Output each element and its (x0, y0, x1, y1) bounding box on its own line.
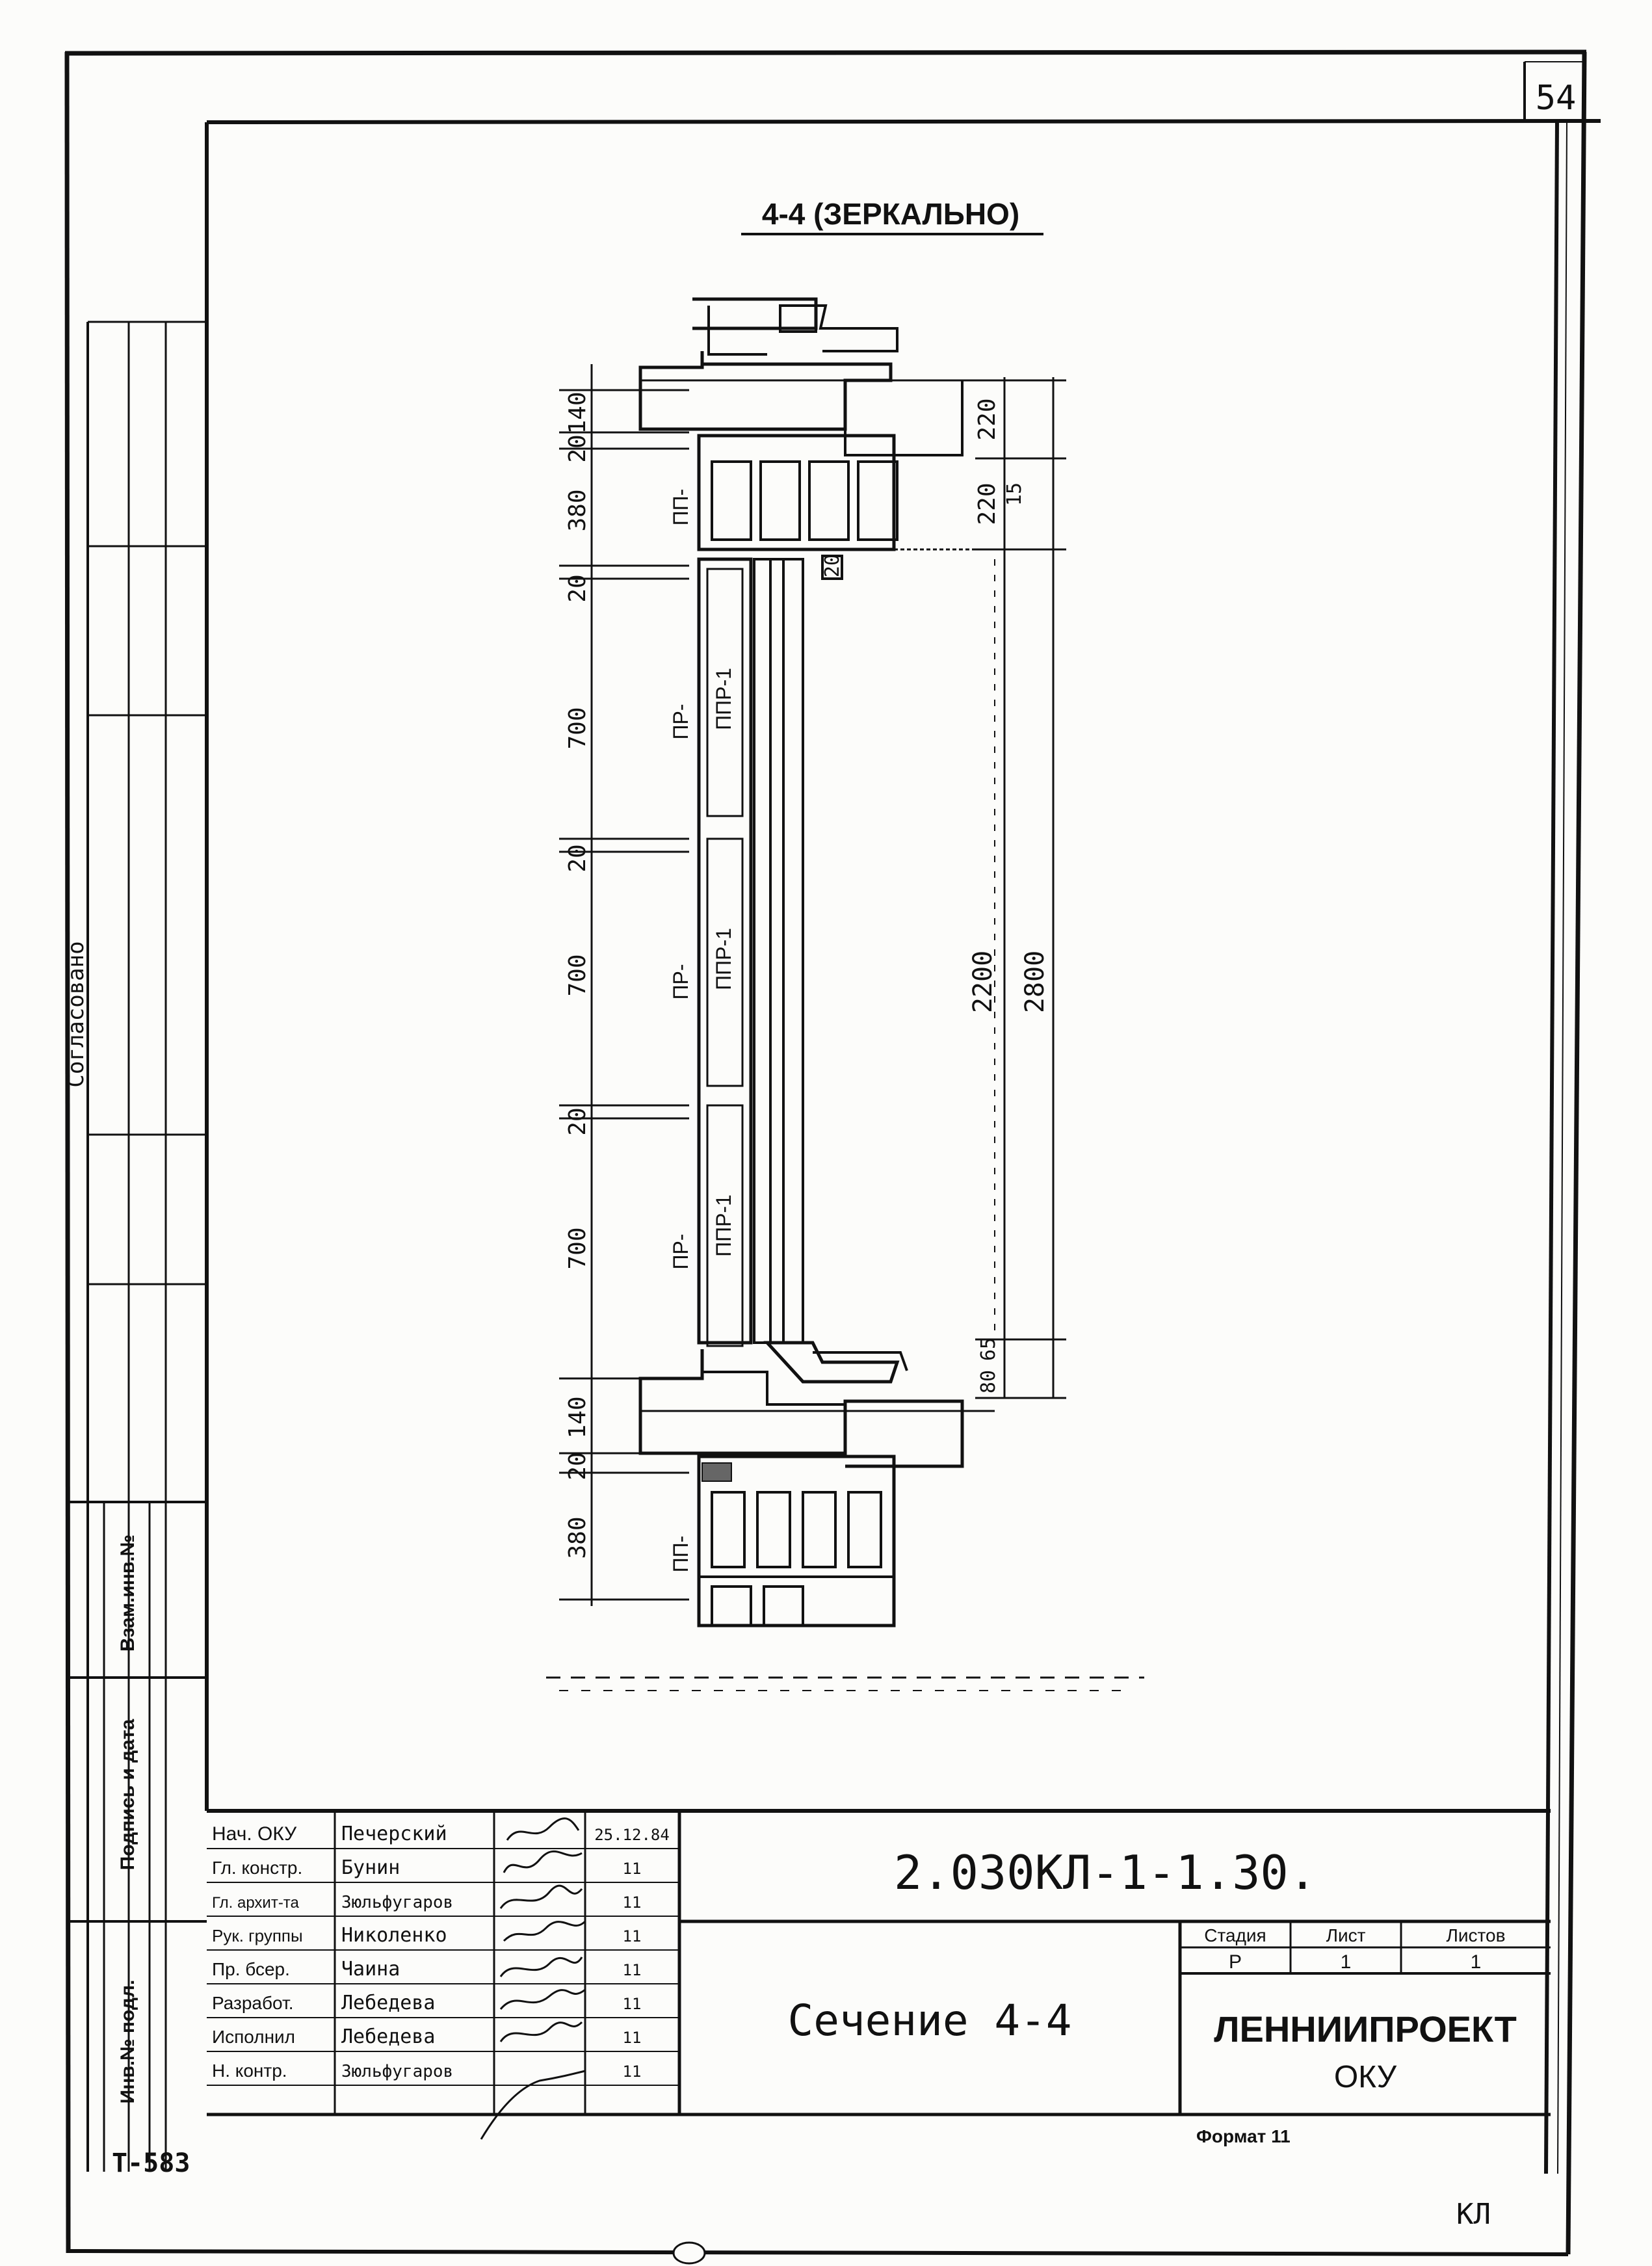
person-role-4: Пр. бсер. (212, 1959, 290, 1979)
person-name-1: Бунин (341, 1856, 400, 1879)
format-label: Формат 11 (1196, 2126, 1291, 2146)
sheet-frame (64, 49, 1601, 2256)
dim-right-5: 2800 (1020, 951, 1050, 1013)
person-date-5: 11 (623, 1995, 642, 2013)
dim-left-4: 700 (564, 707, 591, 749)
dim-right-1: 220 (974, 482, 1001, 525)
dim-left-2: 380 (564, 489, 591, 531)
person-role-0: Нач. ОКУ (212, 1823, 297, 1845)
dim-right-2: 15 (1003, 482, 1026, 506)
person-role-3: Рук. группы (212, 1926, 303, 1945)
person-name-3: Николенко (341, 1924, 447, 1947)
dim-right-7: 65 (977, 1337, 1000, 1361)
sheets-value: 1 (1471, 1951, 1482, 1973)
stage-value: Р (1229, 1951, 1242, 1973)
org-name: ЛЕННИИПРОЕКТ (1214, 2009, 1517, 2049)
person-date-2: 11 (623, 1893, 642, 1912)
panel-label-0: ПП- (669, 489, 692, 526)
signatures (480, 1817, 586, 2140)
dim-right-3: 20 (821, 554, 844, 577)
inventory-original-label: Инв.№ подл. (117, 1980, 138, 2104)
left-margin-grid (67, 321, 207, 2172)
panel-label-2: ППР-1 (712, 668, 735, 730)
person-date-3: 11 (623, 1927, 642, 1945)
agreed-label: Согласовано (63, 941, 89, 1087)
dim-right-4: 2200 (968, 951, 998, 1013)
sheet-name: Сечение 4-4 (787, 1996, 1071, 2046)
panel-label-7: ПП- (669, 1536, 692, 1573)
person-name-5: Лебедева (341, 1992, 436, 2014)
right-dimension-lines (975, 377, 1066, 1399)
person-name-6: Лебедева (341, 2025, 436, 2048)
dim-left-7: 20 (564, 1107, 591, 1135)
left-dimension-values: 140 20 380 20 700 20 700 20 700 140 20 3… (564, 391, 591, 1559)
org-dept: ОКУ (1334, 2060, 1397, 2094)
panel-label-3: ПР- (669, 964, 692, 1000)
right-dimension-values: 220 220 15 20 2200 2800 80 65 (821, 398, 1050, 1393)
corner-mark: КЛ (1456, 2198, 1491, 2231)
dim-left-3: 20 (564, 574, 591, 602)
person-role-6: Исполнил (212, 2027, 295, 2047)
panel-label-6: ППР-1 (712, 1194, 735, 1257)
person-date-7: 11 (623, 2062, 642, 2081)
section-title: 4-4 (ЗЕРКАЛЬНО) (762, 197, 1019, 231)
signature-date-label: Подпись и дата (117, 1719, 138, 1870)
drawing-code: 2.030КЛ-1-1.30. (894, 1845, 1317, 1900)
person-date-6: 11 (623, 2029, 642, 2047)
person-date-4: 11 (623, 1961, 642, 1979)
section-drawing (546, 297, 1144, 1691)
sheet-number: 54 (1536, 79, 1577, 118)
sheet-header: Лист (1326, 1925, 1366, 1945)
dim-left-1: 20 (564, 434, 591, 462)
bottom-code: Т-583 (112, 2148, 190, 2178)
dim-left-6: 700 (564, 954, 591, 996)
person-name-2: Зюльфугаров (341, 1893, 453, 1912)
person-date-0: 25.12.84 (594, 1826, 670, 1844)
person-name-7: Зюльфугаров (341, 2062, 453, 2081)
stage-header: Стадия (1204, 1925, 1266, 1945)
dim-left-0: 140 (564, 391, 591, 434)
panel-label-4: ППР-1 (712, 928, 735, 990)
person-date-1: 11 (623, 1860, 642, 1878)
person-role-1: Гл. констр. (212, 1858, 302, 1878)
dim-right-0: 220 (974, 398, 1001, 440)
panel-labels: ПП- ПР- ППР-1 ПР- ППР-1 ПР- ППР-1 ПП- (669, 489, 735, 1573)
dim-left-5: 20 (564, 844, 591, 872)
person-role-2: Гл. архит-та (212, 1894, 300, 1912)
left-dimension-lines (559, 364, 689, 1606)
exchange-inv-label: Взам.инв.№ (117, 1535, 138, 1652)
person-role-5: Разработ. (212, 1993, 293, 2013)
sheet-value: 1 (1341, 1951, 1352, 1973)
binding-hole (672, 2241, 706, 2265)
panel-label-1: ПР- (669, 704, 692, 740)
person-name-4: Чаина (341, 1958, 400, 1981)
title-block-people: Нач. ОКУ Печерский 25.12.84 Гл. констр. … (212, 1823, 670, 2081)
dim-left-11: 380 (564, 1516, 591, 1559)
dim-left-8: 700 (564, 1227, 591, 1269)
person-role-7: Н. контр. (212, 2061, 287, 2081)
dim-right-6: 80 (977, 1370, 1000, 1393)
panel-label-5: ПР- (669, 1234, 692, 1270)
dim-left-9: 140 (564, 1396, 591, 1438)
person-name-0: Печерский (341, 1823, 447, 1845)
title-block-grid (207, 1809, 1551, 2116)
sheets-header: Листов (1447, 1925, 1506, 1945)
dim-left-10: 20 (564, 1452, 591, 1480)
